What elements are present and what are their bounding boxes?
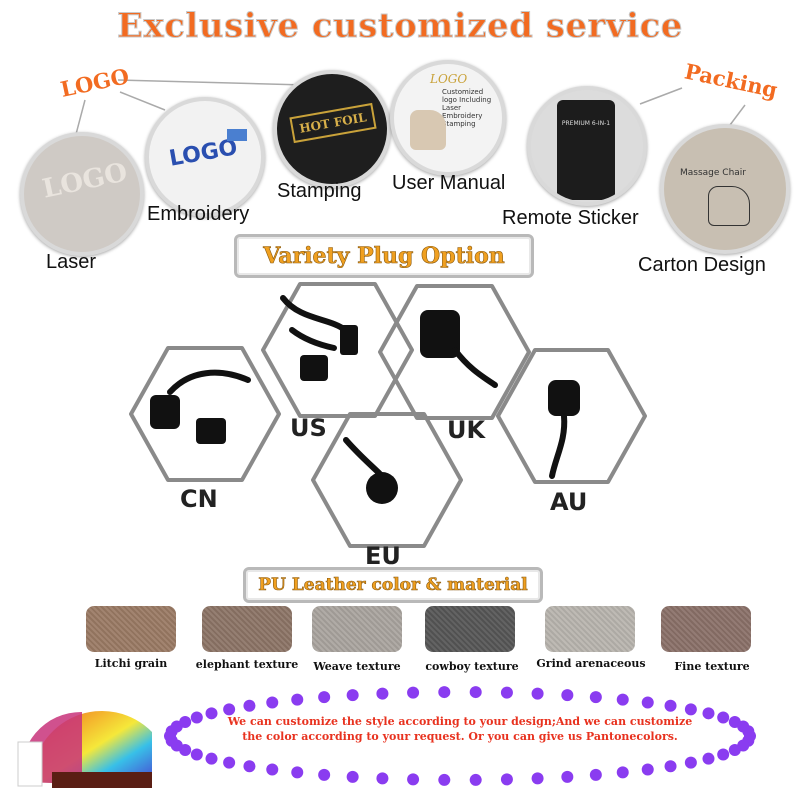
au-plug-cable: [549, 413, 568, 479]
plug-option-banner: Variety Plug Option: [234, 234, 534, 278]
plug-label-us: US: [290, 414, 327, 442]
user-manual-caption: User Manual: [392, 172, 506, 194]
user-manual-image: LOGO Customized logo Including Laser Emb…: [390, 60, 506, 176]
swatch-label: Grind arenaceous: [536, 657, 646, 670]
embroidery-caption: Embroidery: [147, 203, 250, 225]
swatch-label: Litchi grain: [94, 657, 168, 670]
laser-caption: Laser: [46, 251, 97, 273]
swatch-label: elephant texture: [195, 658, 299, 671]
swatch-weave-texture: [312, 606, 402, 652]
cn-plug-cable: [167, 369, 251, 395]
plug-label-uk: UK: [447, 416, 486, 444]
uk-plug-cable: [452, 347, 498, 388]
dotted-oval-frame: [164, 686, 756, 786]
uk-plug-icon: [420, 310, 460, 358]
swatch-label: Fine texture: [674, 660, 750, 673]
au-hexagon: [496, 348, 647, 484]
customize-note-line1: We can customize the style according to …: [227, 715, 693, 728]
laser-image: LOGO: [20, 132, 144, 256]
stamping-caption: Stamping: [277, 180, 362, 202]
carton-design-image: Massage Chair: [660, 124, 790, 254]
swatch-cowboy-texture: [425, 606, 515, 652]
uk-hexagon: [378, 284, 531, 420]
swatch-label: Weave texture: [313, 660, 401, 673]
us-plug-icon: [300, 325, 358, 381]
customize-note-line2: the color according to your request. Or …: [242, 730, 678, 743]
eu-plug-cable: [343, 437, 383, 477]
swatch-grind-arenaceous: [545, 606, 635, 652]
plug-label-au: AU: [550, 488, 588, 516]
stamping-image: HOT FOIL: [273, 70, 391, 188]
embroidery-image: LOGO: [145, 97, 265, 217]
color-fan-image: [17, 710, 153, 788]
swatch-elephant-texture: [202, 606, 292, 652]
remote-sticker-image: PREMIUM 6-IN-1: [527, 86, 647, 206]
carton-design-caption: Carton Design: [638, 254, 766, 276]
material-banner: PU Leather color & material: [243, 567, 543, 603]
eu-hexagon: [311, 412, 463, 548]
plug-label-eu: EU: [365, 542, 401, 570]
page-title: Exclusive customized service: [117, 6, 683, 47]
remote-sticker-caption: Remote Sticker: [502, 207, 639, 229]
swatch-label: cowboy texture: [425, 660, 519, 673]
swatch-fine-texture: [661, 606, 751, 652]
cn-plug-icon: [150, 395, 226, 444]
au-plug-icon: [548, 380, 580, 416]
eu-plug-icon: [366, 472, 398, 504]
swatch-litchi-grain: [86, 606, 176, 652]
cn-hexagon: [129, 346, 281, 482]
plug-label-cn: CN: [180, 485, 218, 513]
